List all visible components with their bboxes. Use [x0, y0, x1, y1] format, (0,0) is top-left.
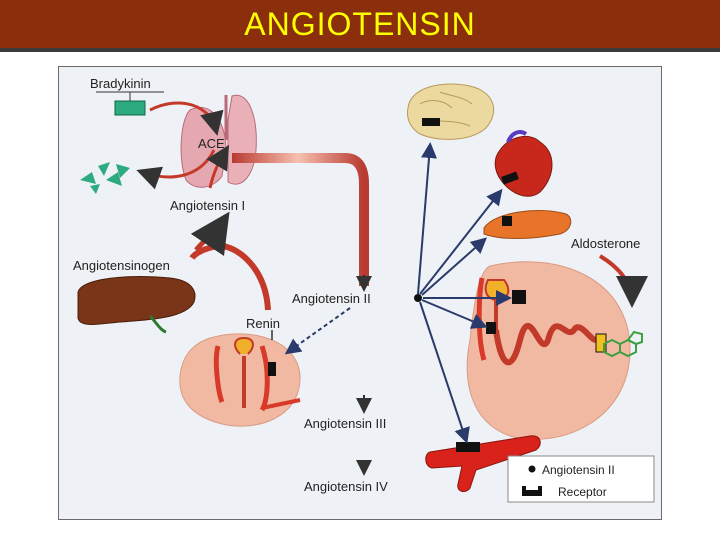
angiotensin-ii-node — [414, 294, 422, 302]
bradykinin-fragments-icon — [80, 162, 130, 194]
title-bar — [0, 0, 720, 48]
bradykinin-to-ace-arrow — [149, 101, 224, 136]
renin-to-angiotensin-i-arc — [189, 242, 271, 311]
ace-to-angiotensin-ii-vessel — [232, 153, 369, 286]
legend-molecule-swatch — [528, 465, 536, 473]
legend-receptor-swatch — [522, 486, 542, 496]
page-title: ANGIOTENSIN — [244, 6, 476, 42]
angiotensinogen-label: Angiotensinogen — [73, 258, 170, 273]
arrow-to-kidney-lower — [421, 299, 488, 329]
brain-icon — [407, 83, 495, 140]
angiotensin-i-label: Angiotensin I — [170, 198, 245, 213]
adrenal-gland-icon — [483, 209, 572, 239]
arrow-to-heart — [419, 188, 503, 295]
bradykinin-label: Bradykinin — [90, 76, 151, 91]
steroid-molecule-icon — [603, 330, 643, 358]
angiotensin-iv-label: Angiotensin IV — [304, 479, 388, 494]
heart-icon — [494, 130, 553, 197]
title-divider — [0, 48, 720, 52]
bradykinin-box — [114, 100, 146, 116]
legend-receptor-label: Receptor — [558, 485, 607, 499]
legend: Angiotensin II Receptor — [507, 455, 655, 503]
aldosterone-arrow — [598, 254, 648, 308]
arrow-to-brain — [417, 142, 438, 295]
legend-molecule-label: Angiotensin II — [542, 463, 615, 477]
renin-label: Renin — [246, 316, 280, 331]
arrow-to-artery — [419, 301, 470, 444]
liver-icon — [77, 276, 196, 325]
arrow-to-adrenal — [421, 237, 487, 296]
ace-label: ACE — [198, 136, 225, 151]
aldosterone-label: Aldosterone — [571, 236, 640, 251]
angiotensin-ii-to-kidney-dashed-arrow — [284, 307, 351, 355]
angiotensin-ii-label: Angiotensin II — [292, 291, 371, 306]
kidney-icon — [466, 261, 631, 440]
artery-icon — [425, 435, 541, 492]
kidney-icon — [179, 333, 301, 427]
angiotensin-iii-label: Angiotensin III — [304, 416, 386, 431]
angiotensin-i-to-ace-arrow — [206, 144, 230, 189]
